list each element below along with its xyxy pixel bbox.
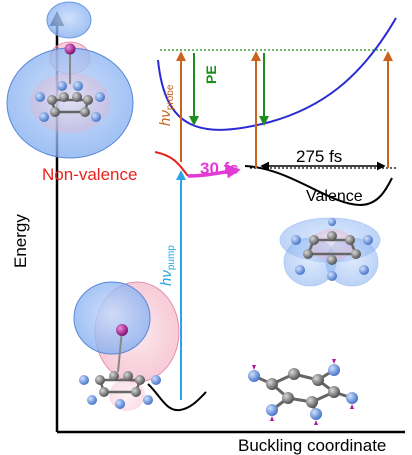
hv-pump-main: hν	[158, 270, 175, 286]
hv-probe-label: hνprobe	[157, 84, 176, 126]
non-valence-curve	[154, 151, 189, 177]
valence-label: Valence	[306, 188, 363, 205]
valence-curve	[244, 165, 393, 207]
valence-molecule-orbital	[279, 217, 381, 287]
energy-axis-label: Energy	[11, 214, 30, 268]
delay-30fs-arrow	[187, 164, 241, 179]
buckling-axis-label: Buckling coordinate	[238, 436, 387, 455]
orbital-cloud-top-left	[6, 1, 134, 159]
hv-probe-main: hν	[157, 110, 174, 126]
hv-probe-sub: probe	[165, 84, 176, 111]
hv-pump-label: hνpump	[158, 245, 177, 286]
ground-state-curve	[147, 383, 207, 412]
delay-30fs-label: 30 fs	[200, 159, 239, 178]
buckling-mode-molecule	[248, 359, 358, 425]
ground-molecule-orbital	[73, 281, 180, 411]
hv-pump-sub: pump	[166, 245, 177, 271]
delay-275fs-label: 275 fs	[296, 147, 343, 166]
non-valence-label: Non-valence	[42, 165, 138, 184]
upper-potential-curve	[157, 17, 397, 131]
pe-label: PE	[203, 65, 219, 84]
